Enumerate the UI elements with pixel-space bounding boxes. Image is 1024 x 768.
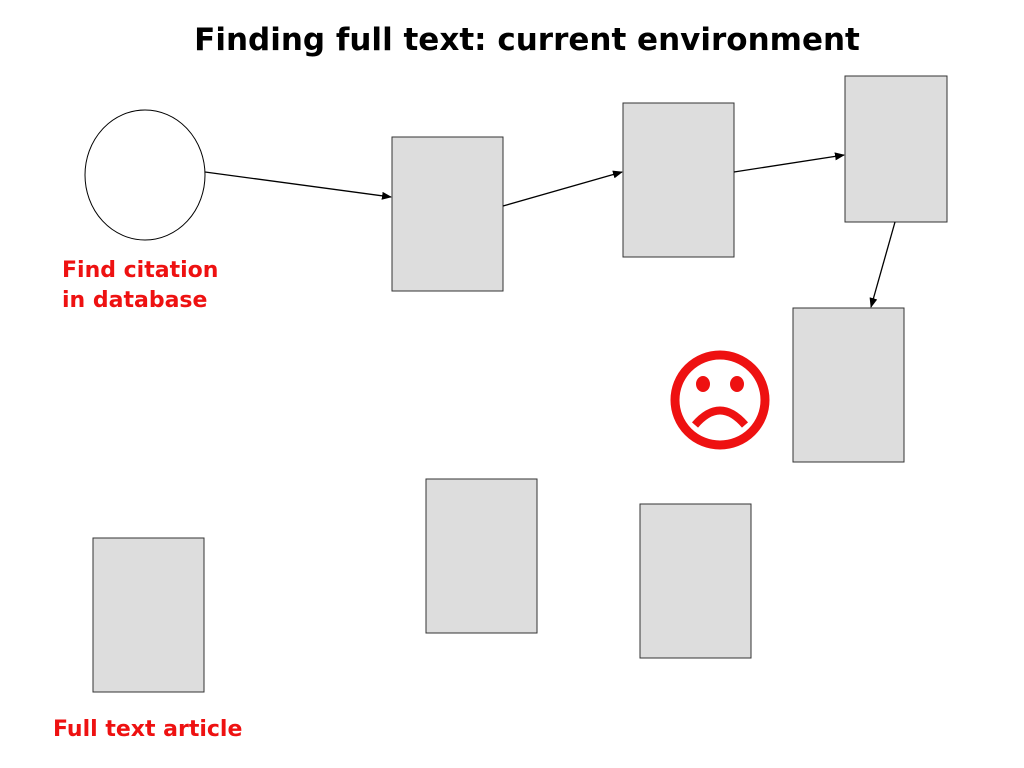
document-box-6	[639, 503, 752, 659]
document-box-4	[792, 307, 905, 463]
document-box-1	[391, 136, 504, 292]
start-circle	[84, 109, 206, 241]
full-text-article-box	[92, 537, 205, 693]
slide-title: Finding full text: current environment	[194, 22, 860, 58]
arrow-box-1-to-box-2	[502, 170, 623, 207]
document-box-5	[425, 478, 538, 634]
frowning-face-icon	[670, 350, 770, 450]
find-citation-line-1: Find citation	[62, 258, 219, 283]
find-citation-label: Find citation in database	[62, 256, 218, 316]
full-text-article-label: Full text article	[53, 717, 243, 742]
find-citation-line-2: in database	[62, 288, 208, 313]
document-box-2	[622, 102, 735, 258]
arrow-circle-to-box-1	[204, 171, 392, 200]
arrow-box-2-to-box-3	[733, 152, 845, 173]
document-box-3	[844, 75, 948, 223]
arrow-box-3-to-box-4	[869, 221, 896, 308]
